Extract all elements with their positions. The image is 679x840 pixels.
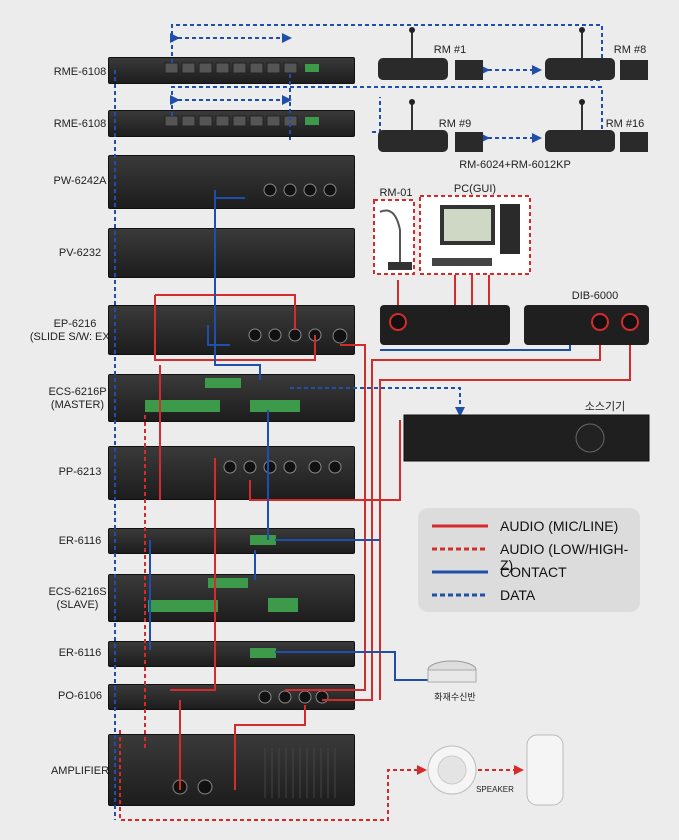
audio-highz-lines bbox=[119, 412, 524, 821]
label-po-6106: PO-6106 bbox=[57, 690, 103, 702]
pc-screen bbox=[444, 209, 491, 241]
rack-pv-6232 bbox=[108, 228, 355, 278]
fire-receiver-body bbox=[427, 669, 477, 683]
rm-16-mic bbox=[545, 99, 648, 152]
legend: AUDIO (MIC/LINE) AUDIO (LOW/HIGH-Z) CONT… bbox=[418, 508, 640, 612]
label-dib-6000: DIB-6000 bbox=[571, 290, 619, 302]
label-pp-6213: PP-6213 bbox=[58, 466, 102, 478]
legend-swatch-audio-solid bbox=[432, 524, 488, 528]
label-rme-6108-1: RME-6108 bbox=[53, 66, 107, 78]
column-speaker bbox=[526, 734, 564, 806]
label-ep-6216: EP-6216 (SLIDE S/W: EXT) bbox=[20, 318, 130, 344]
dib-6000-input-2 bbox=[621, 313, 639, 331]
rm-8-mic bbox=[545, 27, 648, 80]
label-rm-model: RM-6024+RM-6012KP bbox=[459, 159, 571, 171]
rack-po-6106 bbox=[108, 684, 355, 710]
label-amplifier: AMPLIFIER bbox=[50, 765, 110, 777]
label-ecs-6216p-model: ECS-6216P bbox=[48, 386, 107, 398]
rme-ports-2 bbox=[164, 115, 319, 127]
label-source-device: 소스기기 bbox=[584, 401, 626, 413]
label-er-6116-1: ER-6116 bbox=[58, 535, 102, 547]
label-rm-01: RM-01 bbox=[379, 187, 413, 199]
rack-rme-6108-2 bbox=[108, 110, 355, 137]
rm-01-base bbox=[388, 262, 412, 270]
legend-audio-low-high-z: AUDIO (LOW/HIGH-Z) bbox=[430, 539, 640, 573]
legend-audio-mic-line: AUDIO (MIC/LINE) bbox=[430, 516, 640, 538]
pc-tower bbox=[500, 204, 520, 254]
rm-01-gooseneck bbox=[379, 209, 401, 262]
label-ecs-6216s: ECS-6216S (SLAVE) bbox=[30, 586, 125, 612]
legend-text-audio-low-high-z: AUDIO (LOW/HIGH-Z) bbox=[500, 541, 629, 573]
rme-ports-1 bbox=[164, 62, 319, 74]
rm-1-mic bbox=[378, 27, 483, 80]
legend-swatch-audio-dashed bbox=[432, 547, 488, 551]
dib-6000-unit bbox=[524, 305, 649, 345]
label-ecs-6216p: ECS-6216P (MASTER) bbox=[30, 386, 125, 412]
label-ecs-6216s-model: ECS-6216S bbox=[48, 586, 107, 598]
legend-contact: CONTACT bbox=[430, 562, 640, 584]
label-rm-9: RM #9 bbox=[438, 118, 472, 130]
label-ep-6216-model: EP-6216 bbox=[53, 318, 97, 330]
label-rm-8: RM #8 bbox=[613, 44, 647, 56]
ceiling-speaker-cone bbox=[437, 755, 467, 785]
source-device-knob bbox=[575, 423, 605, 453]
label-ecs-6216s-role: (SLAVE) bbox=[56, 599, 99, 611]
legend-text-data: DATA bbox=[500, 587, 536, 603]
dib-6000-input-1 bbox=[591, 313, 609, 331]
label-speaker: SPEAKER bbox=[476, 785, 514, 794]
label-pc-gui: PC(GUI) bbox=[453, 183, 497, 195]
label-pv-6232: PV-6232 bbox=[58, 247, 102, 259]
legend-swatch-data bbox=[432, 593, 488, 597]
label-ep-6216-note: (SLIDE S/W: EXT) bbox=[29, 331, 121, 343]
mic-interface-input bbox=[389, 313, 407, 331]
amp-heatsink bbox=[264, 748, 336, 798]
rack-pw-6242a bbox=[108, 155, 355, 209]
label-rm-1: RM #1 bbox=[433, 44, 467, 56]
terminal-blocks bbox=[145, 378, 300, 658]
label-fire-receiver: 화재수신반 bbox=[434, 692, 476, 702]
mic-interface-unit bbox=[380, 305, 510, 345]
label-ecs-6216p-role: (MASTER) bbox=[50, 399, 105, 411]
label-rme-6108-2: RME-6108 bbox=[53, 118, 107, 130]
label-rm-16: RM #16 bbox=[605, 118, 645, 130]
pc-keyboard bbox=[432, 258, 492, 266]
legend-text-contact: CONTACT bbox=[500, 564, 567, 580]
legend-swatch-contact bbox=[432, 570, 488, 574]
label-er-6116-2: ER-6116 bbox=[58, 647, 102, 659]
connectors bbox=[172, 183, 348, 795]
rm-9-mic bbox=[378, 99, 483, 152]
legend-data: DATA bbox=[430, 585, 640, 607]
legend-text-audio-mic-line: AUDIO (MIC/LINE) bbox=[500, 518, 619, 534]
source-device-unit bbox=[403, 414, 650, 462]
label-pw-6242a: PW-6242A bbox=[53, 175, 107, 187]
